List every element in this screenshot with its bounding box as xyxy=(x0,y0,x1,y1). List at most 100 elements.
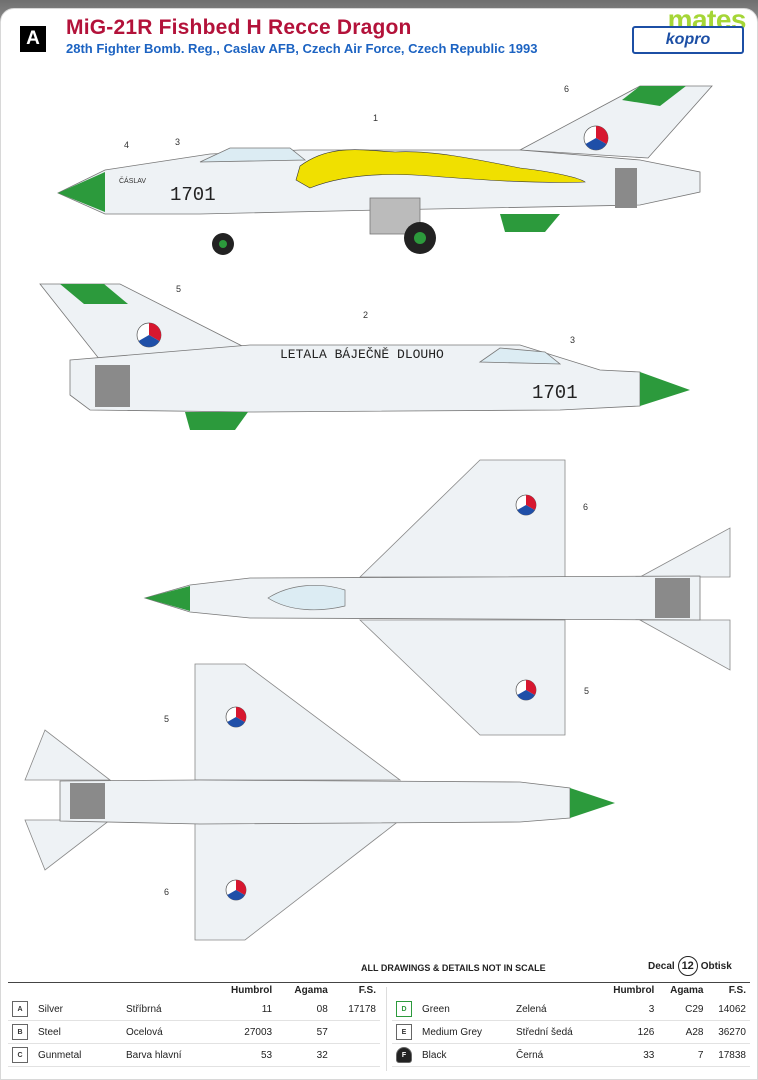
callout-2: 2 xyxy=(363,310,368,320)
nose-cone-bottom xyxy=(570,788,615,818)
paint-code-e-icon: E xyxy=(396,1024,412,1040)
col-agama: Agama xyxy=(294,985,328,996)
agama-code: A28 xyxy=(658,1020,708,1044)
paint-row: A Silver Stříbrná 11 08 17178 xyxy=(8,998,380,1021)
fuselage-top xyxy=(143,575,701,621)
fuselage-left xyxy=(57,149,701,215)
col-humbrol: Humbrol xyxy=(613,985,655,996)
paint-code-d-icon: D xyxy=(396,1001,412,1017)
agama-code: 57 xyxy=(276,1020,332,1044)
humbrol-code: 27003 xyxy=(210,1020,277,1044)
callout-6-b: 6 xyxy=(583,502,588,512)
paint-row: D Green Zelená 3 C29 14062 xyxy=(392,998,750,1021)
nose-text: ČÁSLAV xyxy=(119,176,146,185)
agama-code: C29 xyxy=(658,998,708,1021)
page-subtitle: 28th Fighter Bomb. Reg., Caslav AFB, Cze… xyxy=(66,41,538,56)
humbrol-code: 33 xyxy=(600,1043,659,1067)
col-fs: F.S. xyxy=(728,985,746,996)
paint-code-b-icon: B xyxy=(12,1024,28,1040)
stabilizer-right xyxy=(185,412,248,430)
humbrol-code: 53 xyxy=(210,1043,277,1067)
canopy-left xyxy=(199,147,307,163)
tail-band-top xyxy=(655,578,690,618)
scale-note: ALL DRAWINGS & DETAILS NOT IN SCALE xyxy=(361,963,546,973)
humbrol-code: 3 xyxy=(600,998,659,1021)
dragon-artwork xyxy=(295,149,586,189)
profile-letter-badge: A xyxy=(20,26,46,52)
aircraft-right-side-view: LETALA BÁJEČNĚ DLOUHO 1701 2 3 5 xyxy=(39,283,690,430)
stab-bottom-upper xyxy=(24,729,112,781)
paint-name-cz: Stříbrná xyxy=(122,998,210,1021)
fs-code: 36270 xyxy=(707,1020,750,1044)
paint-name: Steel xyxy=(34,1020,122,1044)
callout-6-c: 6 xyxy=(164,887,169,897)
paint-name: Green xyxy=(418,998,512,1021)
aircraft-drawings: ČÁSLAV 1701 1 3 4 6 LETALA BÁJEČNĚ DLOUH… xyxy=(24,84,731,941)
paint-name-cz: Ocelová xyxy=(122,1020,210,1044)
paint-name-cz: Zelená xyxy=(512,998,600,1021)
paint-row: B Steel Ocelová 27003 57 xyxy=(8,1020,380,1044)
humbrol-code: 126 xyxy=(600,1020,659,1044)
fs-code: 17178 xyxy=(331,998,380,1021)
paint-name-cz: Černá xyxy=(512,1043,600,1067)
agama-code: 08 xyxy=(276,998,332,1021)
callout-3-b: 3 xyxy=(570,335,575,345)
paint-row: E Medium Grey Střední šedá 126 A28 36270 xyxy=(392,1020,750,1044)
paint-name: Medium Grey xyxy=(418,1020,512,1044)
fs-code: 17838 xyxy=(707,1043,750,1067)
decal-label: Decal xyxy=(648,960,675,972)
wing-bottom-upper xyxy=(194,663,402,781)
col-agama: Agama xyxy=(670,985,704,996)
paint-name: Silver xyxy=(34,998,122,1021)
fs-code: 14062 xyxy=(707,998,750,1021)
serial-right: 1701 xyxy=(532,382,578,404)
aircraft-left-side-view: ČÁSLAV 1701 1 3 4 6 xyxy=(57,84,713,255)
callout-5-a: 5 xyxy=(176,284,181,294)
callout-5-b: 5 xyxy=(584,686,589,696)
callout-6-a: 6 xyxy=(564,84,569,94)
page-title: MiG-21R Fishbed H Recce Dragon xyxy=(66,16,412,39)
callout-1: 1 xyxy=(373,113,378,123)
tail-band-bottom xyxy=(70,783,105,819)
decal-number: Decal 12 Obtisk xyxy=(648,956,732,976)
fs-code xyxy=(331,1043,380,1067)
stab-top-lower xyxy=(638,619,731,671)
nose-cone-right xyxy=(640,372,690,406)
paint-code-c-icon: C xyxy=(12,1047,28,1063)
fuselage-slogan: LETALA BÁJEČNĚ DLOUHO xyxy=(280,347,444,362)
paint-table-left: Humbrol Agama F.S. A Silver Stříbrná 11 … xyxy=(8,983,380,1067)
agama-code: 32 xyxy=(276,1043,332,1067)
legend-divider xyxy=(386,987,387,1071)
decal-label-cz: Obtisk xyxy=(700,960,732,972)
paint-row: C Gunmetal Barva hlavní 53 32 xyxy=(8,1043,380,1067)
paint-row: F Black Černá 33 7 17838 xyxy=(392,1043,750,1067)
paint-name-cz: Střední šedá xyxy=(512,1020,600,1044)
paint-name: Black xyxy=(418,1043,512,1067)
serial-left: 1701 xyxy=(170,184,216,206)
paint-code-f-icon: F xyxy=(396,1047,412,1063)
tail-band-left xyxy=(615,168,637,208)
fin-left xyxy=(518,85,713,159)
paint-legend: Humbrol Agama F.S. A Silver Stříbrná 11 … xyxy=(8,982,750,1071)
tail-band-right xyxy=(95,365,130,407)
decal-number-circle: 12 xyxy=(677,956,698,976)
aircraft-top-view: 6 5 xyxy=(143,459,731,736)
col-fs: F.S. xyxy=(358,985,376,996)
paint-table-right: Humbrol Agama F.S. D Green Zelená 3 C29 … xyxy=(392,983,750,1067)
paint-name-cz: Barva hlavní xyxy=(122,1043,210,1067)
canopy-right xyxy=(478,347,562,365)
fs-code xyxy=(331,1020,380,1044)
wing-bottom-lower xyxy=(194,819,402,941)
col-humbrol: Humbrol xyxy=(231,985,273,996)
stabilizer-left xyxy=(500,214,560,232)
humbrol-code: 11 xyxy=(210,998,277,1021)
canopy-top xyxy=(267,584,346,611)
stab-bottom-lower xyxy=(24,819,112,871)
wing-top-lower xyxy=(359,619,566,736)
nose-cone-left xyxy=(58,172,105,212)
aircraft-bottom-view: 5 6 xyxy=(24,663,615,941)
callout-3-a: 3 xyxy=(175,137,180,147)
callout-5-c: 5 xyxy=(164,714,169,724)
paint-code-a-icon: A xyxy=(12,1001,28,1017)
fuselage-bottom xyxy=(59,779,571,825)
